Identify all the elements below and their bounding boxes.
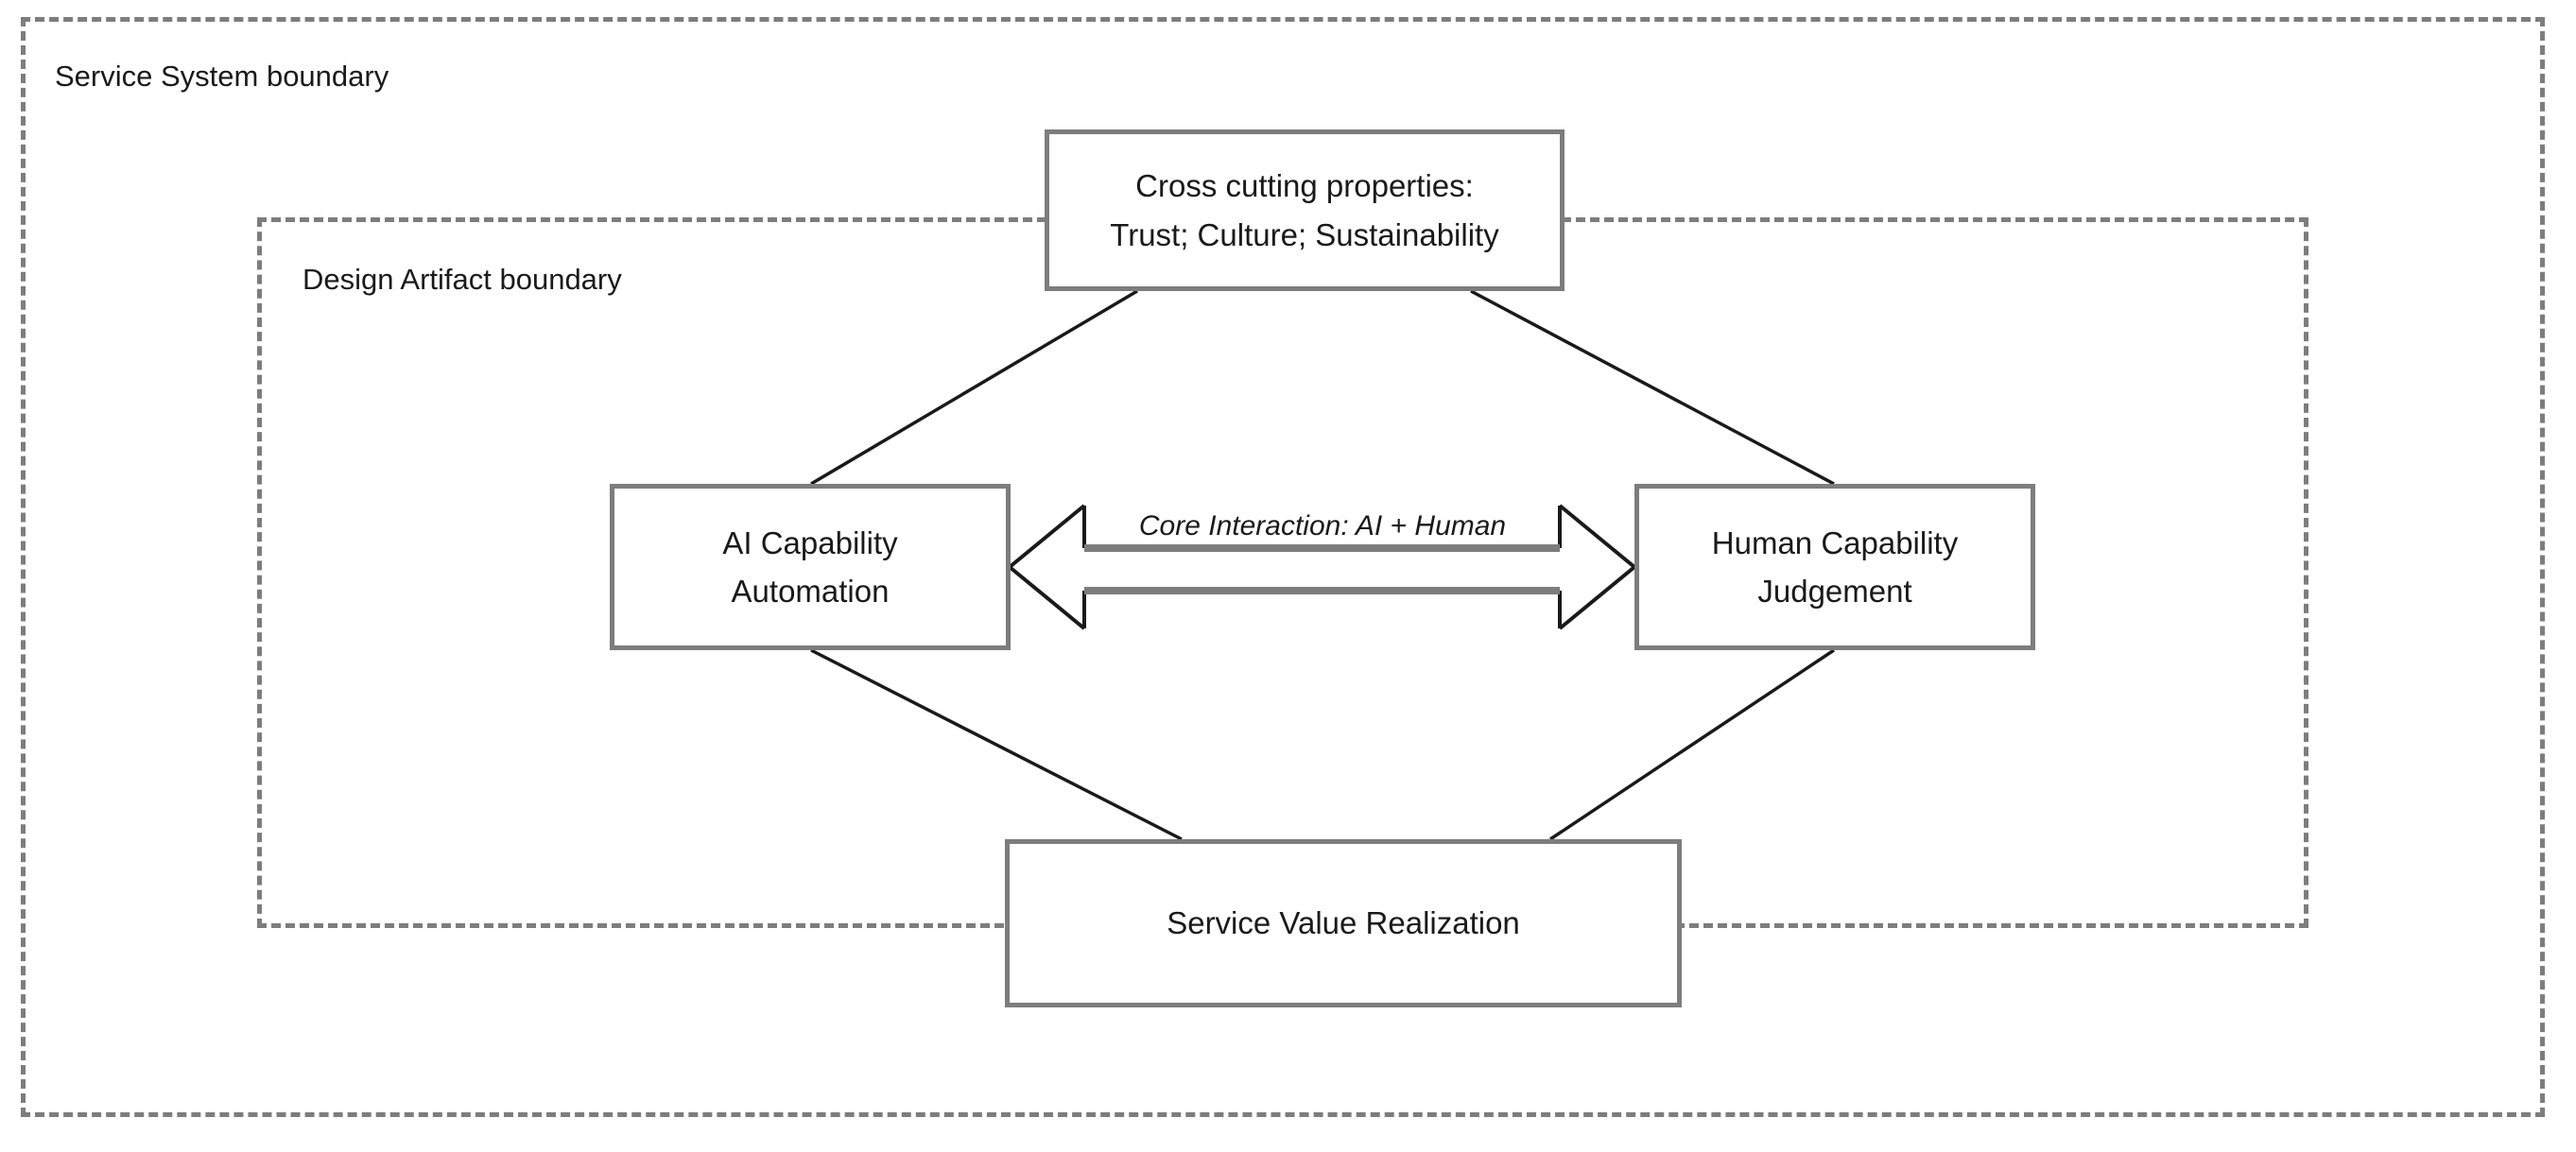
ai-capability-line-2: Automation (731, 574, 890, 609)
service-system-boundary-label: Service System boundary (55, 60, 389, 93)
service-system-boundary (21, 17, 2545, 1117)
core-interaction-label: Core Interaction: AI + Human (1138, 510, 1507, 542)
service-value-line-1: Service Value Realization (1167, 905, 1520, 941)
node-ai-capability[interactable]: AI Capability Automation (610, 484, 1011, 650)
node-service-value-realization[interactable]: Service Value Realization (1005, 839, 1682, 1007)
human-capability-line-2: Judgement (1757, 574, 1912, 609)
node-cross-cutting-properties[interactable]: Cross cutting properties: Trust; Culture… (1045, 129, 1565, 291)
design-artifact-boundary-label: Design Artifact boundary (303, 263, 622, 296)
human-capability-line-1: Human Capability (1711, 524, 1959, 560)
ai-capability-line-1: AI Capability (722, 524, 898, 560)
cross-cutting-line-2: Trust; Culture; Sustainability (1110, 216, 1499, 252)
node-human-capability[interactable]: Human Capability Judgement (1634, 484, 2035, 650)
cross-cutting-line-1: Cross cutting properties: (1135, 168, 1474, 204)
